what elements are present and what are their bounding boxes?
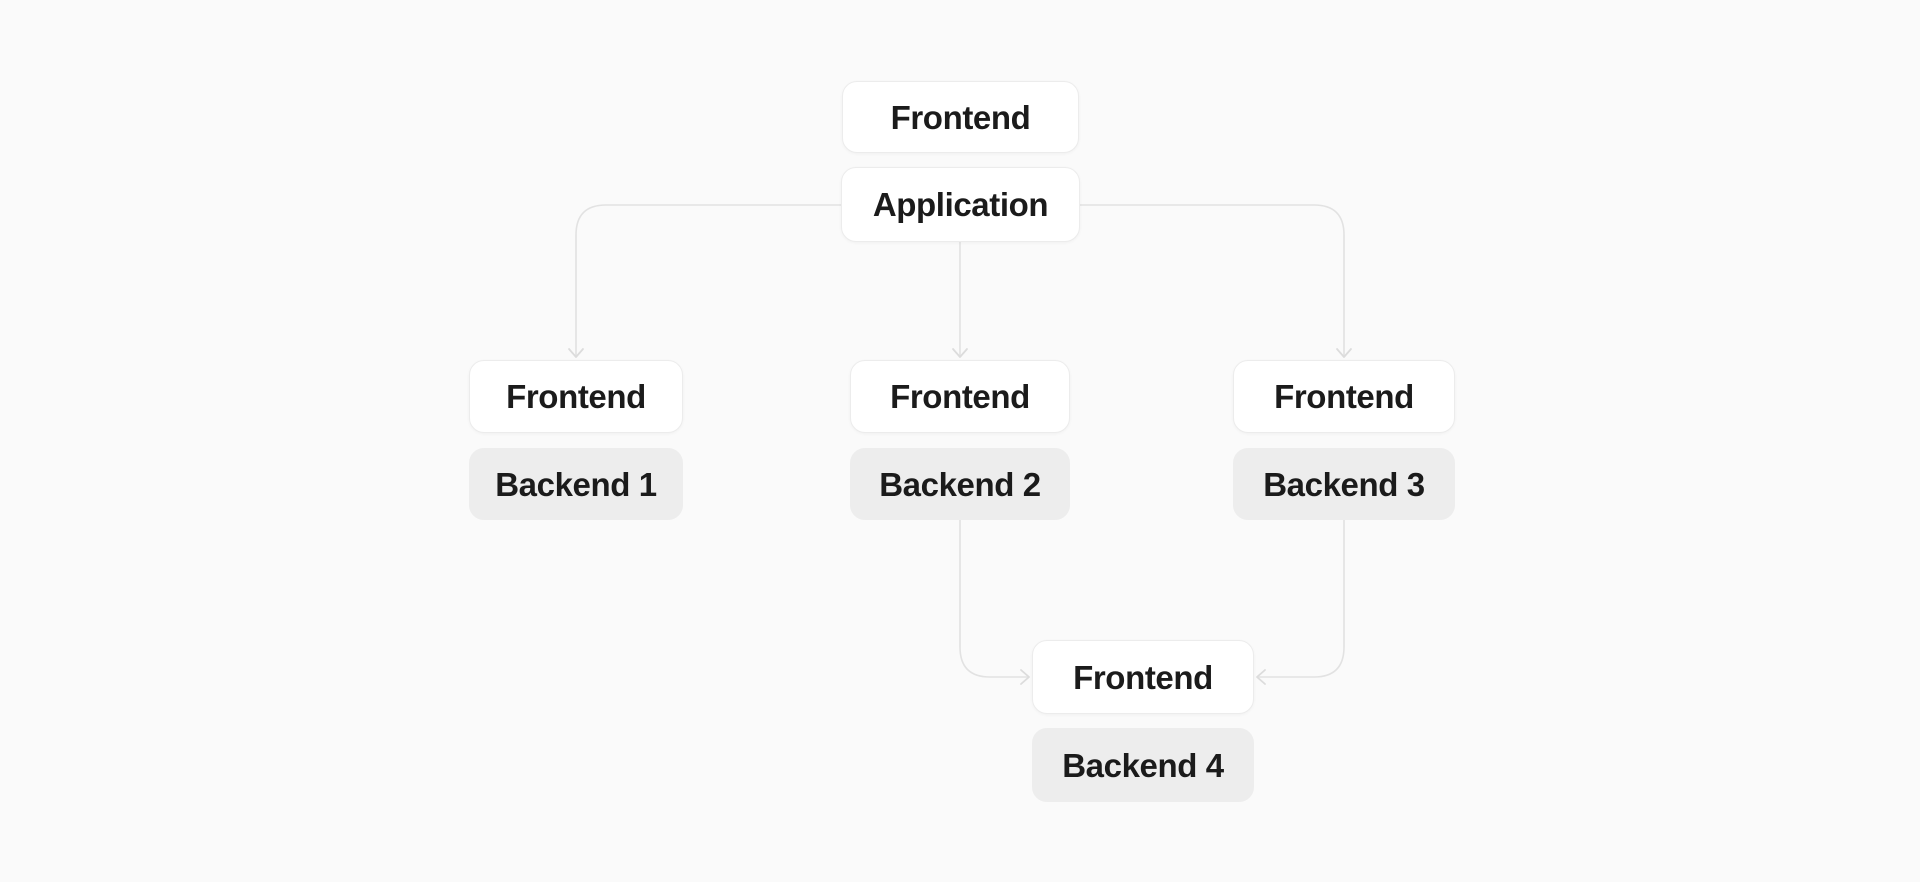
edge-backend-3-to-frontend-bottom	[1256, 519, 1345, 685]
node-label: Application	[872, 186, 1049, 223]
edge-application-to-frontend-mid	[952, 241, 968, 358]
node-frontend-right[interactable]: Frontend	[1233, 360, 1455, 433]
node-backend-2[interactable]: Backend 2	[850, 448, 1070, 520]
node-label: Backend 3	[1263, 465, 1425, 503]
node-label: Backend 4	[1062, 746, 1224, 784]
node-frontend-mid[interactable]: Frontend	[850, 360, 1070, 433]
node-label: Frontend	[506, 378, 646, 415]
node-backend-3[interactable]: Backend 3	[1233, 448, 1455, 520]
node-label: Frontend	[1073, 658, 1213, 696]
node-label: Frontend	[890, 378, 1030, 415]
node-label: Backend 1	[495, 465, 657, 503]
node-backend-1[interactable]: Backend 1	[469, 448, 683, 520]
node-label: Frontend	[1274, 378, 1414, 415]
node-label: Backend 2	[879, 465, 1041, 503]
node-frontend-bottom[interactable]: Frontend	[1032, 640, 1254, 714]
node-frontend-left[interactable]: Frontend	[469, 360, 683, 433]
node-frontend-top[interactable]: Frontend	[842, 81, 1079, 153]
node-label: Frontend	[890, 98, 1031, 136]
edge-backend-2-to-frontend-bottom	[959, 519, 1030, 685]
edge-application-to-frontend-left	[568, 204, 842, 358]
node-backend-4[interactable]: Backend 4	[1032, 728, 1254, 802]
edge-application-to-frontend-right	[1078, 204, 1352, 358]
node-application[interactable]: Application	[841, 167, 1080, 242]
